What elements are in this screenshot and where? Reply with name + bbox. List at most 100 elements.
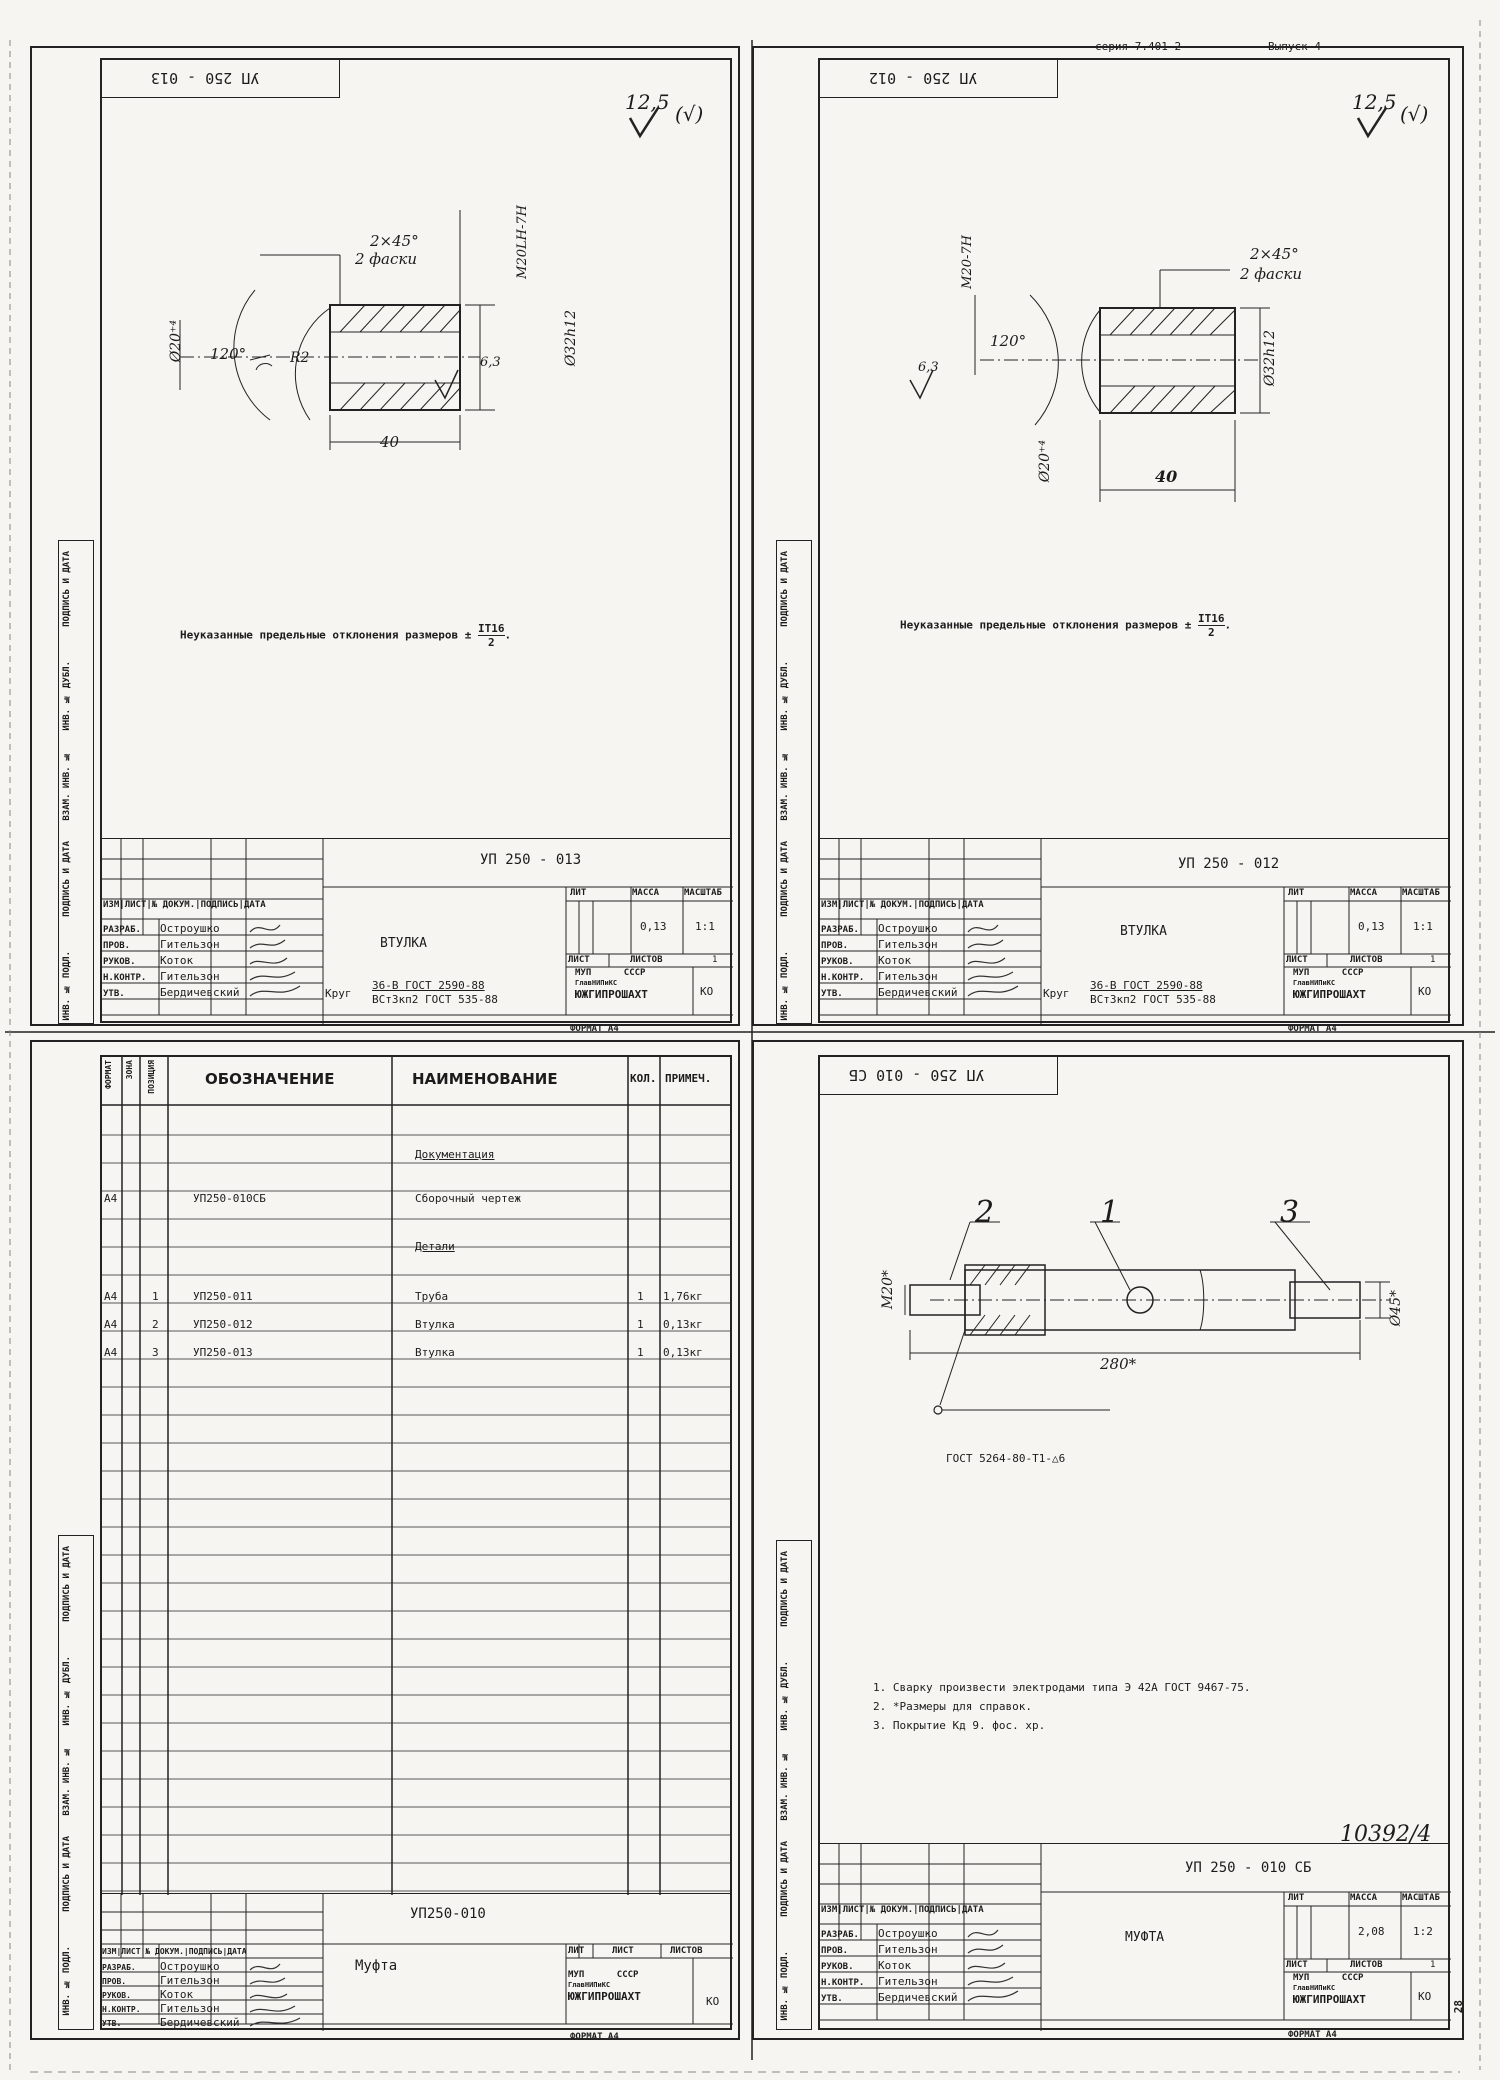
lit-label: ЛИТ: [570, 888, 587, 898]
sheet-udp-012: [752, 46, 1464, 1026]
lit-label-012: ЛИТ: [1288, 888, 1305, 898]
roughness-note-012: (√): [1400, 102, 1429, 126]
signatures-010: [249, 1963, 301, 2027]
sheet-label: ЛИСТ: [568, 955, 590, 965]
title-code-013: УП 250 - 013: [480, 852, 582, 868]
corner-code-box-010sb: УП 250 - 010 СБ: [818, 1055, 1058, 1095]
radius-dim: R2: [290, 350, 310, 366]
sheets-label-010: ЛИСТОВ: [670, 1946, 703, 1956]
spec-cell-name: Детали: [415, 1240, 455, 1253]
corner-code: УП 250 - 013: [151, 69, 260, 87]
scale-label-012: МАСШТАБ: [1402, 888, 1440, 898]
signatures-012: [967, 924, 1019, 997]
sheet-spec-010: [30, 1040, 740, 2040]
inventory-number: 10392/4: [1340, 1822, 1432, 1847]
roles-010: РАЗРАБ.ПРОВ.РУКОВ.Н.КОНТР.УТВ.: [102, 1963, 141, 2028]
side-stamp-012: ПОДПИСЬ И ДАТА ИНВ. № ДУБЛ. ВЗАМ. ИНВ. №…: [776, 540, 812, 1024]
col-qty: КОЛ.: [630, 1072, 657, 1085]
assembly-notes: 1. Сварку произвести электродами типа Э …: [873, 1678, 1251, 1735]
mass-010sb: 2,08: [1358, 1925, 1385, 1938]
material-bottom-013: ВСт3кп2 ГОСТ 535-88: [372, 993, 498, 1006]
outer-dim: Ø32h12: [563, 310, 579, 367]
mass-013: 0,13: [640, 920, 667, 933]
title-code-010: УП250-010: [410, 1906, 486, 1922]
roughness-note: (√): [675, 102, 704, 126]
spec-cell-name: Труба: [415, 1290, 449, 1303]
sheets-label-012: ЛИСТОВ: [1350, 955, 1383, 965]
signatures-010sb: [967, 1929, 1019, 2002]
callout-2: 2: [975, 1195, 995, 1230]
org-logo-012: МУП СССР ГлавНИПиКС ЮЖГИПРОШАХТ: [1293, 968, 1366, 1001]
tolerance-note: Неуказанные предельные отклонения размер…: [180, 622, 512, 649]
title-code-012: УП 250 - 012: [1178, 856, 1280, 872]
sheet-label-010: ЛИСТ: [612, 1946, 634, 1956]
org-code-010sb: КО: [1418, 1990, 1432, 2003]
callout-1: 1: [1100, 1195, 1120, 1230]
spec-cell-name: Документация: [415, 1148, 495, 1161]
title-name-010: Муфта: [355, 1958, 398, 1974]
material-bottom-012: ВСт3кп2 ГОСТ 535-88: [1090, 993, 1216, 1006]
roles-012: РАЗРАБ.ПРОВ.РУКОВ.Н.КОНТР.УТВ.: [821, 925, 865, 999]
spec-cell-code: УП250-012: [193, 1318, 253, 1331]
mass-012: 0,13: [1358, 920, 1385, 933]
bore-dim: Ø20⁺⁴: [168, 320, 184, 363]
spec-cell-pos: 3: [152, 1346, 159, 1359]
roles-013: РАЗРАБ.ПРОВ.РУКОВ.Н.КОНТР.УТВ.: [103, 925, 147, 999]
col-position: ПОЗИЦИЯ: [147, 1060, 156, 1094]
chamfer-note-012: 2 фаски: [1240, 265, 1303, 283]
spec-cell-fmt: А4: [104, 1192, 118, 1205]
col-format: ФОРМАТ: [104, 1060, 113, 1089]
title-name-012: ВТУЛКА: [1120, 924, 1167, 939]
length-dim-010: 280*: [1100, 1355, 1137, 1373]
sheets-value-010sb: 1: [1430, 1960, 1436, 1970]
revision-header-012: ИЗМ|ЛИСТ|№ ДОКУМ.|ПОДПИСЬ|ДАТА: [821, 900, 984, 910]
scale-013: 1:1: [695, 920, 715, 933]
org-logo-013: МУП СССР ГлавНИПиКС ЮЖГИПРОШАХТ: [575, 968, 648, 1001]
tolerance-note-num: IT16: [478, 622, 505, 636]
roughness-value: 12,5: [625, 90, 670, 114]
sheets-value-012: 1: [1430, 955, 1436, 965]
length-dim-012: 40: [1155, 467, 1178, 486]
title-name-010sb: МУФТА: [1125, 1930, 1165, 1945]
scale-label: МАСШТАБ: [684, 888, 722, 898]
weld-spec: ГОСТ 5264-80-Т1-△6: [946, 1452, 1066, 1465]
note-1: 1. Сварку произвести электродами типа Э …: [873, 1681, 1251, 1694]
spec-cell-code: УП250-013: [193, 1346, 253, 1359]
roughness-value-012: 12,5: [1352, 90, 1397, 114]
coupling-drawing: [904, 1221, 1390, 1415]
title-block-010: [100, 1893, 733, 2031]
roughness-check-icon-012: [1356, 107, 1388, 139]
scale-label-010sb: МАСШТАБ: [1402, 1893, 1440, 1903]
spec-cell-pos: 2: [152, 1318, 159, 1331]
spec-cell-code: УП250-011: [193, 1290, 253, 1303]
spec-cell-fmt: А4: [104, 1318, 118, 1331]
org-code-013: КО: [700, 985, 714, 998]
rough-local: 6,3: [480, 355, 501, 370]
material-prefix-012: Круг: [1043, 987, 1070, 1000]
revision-header-010: ИЗМ|ЛИСТ|№ ДОКУМ.|ПОДПИСЬ|ДАТА: [102, 1947, 247, 1956]
mass-label-010sb: МАССА: [1350, 1893, 1378, 1903]
spec-cell-pos: 1: [152, 1290, 159, 1303]
material-prefix-013: Круг: [325, 987, 352, 1000]
sheet-udp-013: [30, 46, 740, 1026]
roles-010sb: РАЗРАБ.ПРОВ.РУКОВ.Н.КОНТР.УТВ.: [821, 1930, 865, 2004]
format-010sb: ФОРМАТ А4: [1288, 2030, 1337, 2040]
spec-cell-note: 1,76кг: [663, 1290, 703, 1303]
spec-cell-note: 0,13кг: [663, 1318, 703, 1331]
sheets-value: 1: [712, 955, 718, 965]
sheets-label-010sb: ЛИСТОВ: [1350, 1960, 1383, 1970]
title-block-010sb: [818, 1843, 1451, 2031]
lit-label-010sb: ЛИТ: [1288, 1893, 1305, 1903]
thread-dim: M20LH-7H: [515, 205, 530, 279]
title-code-010sb: УП 250 - 010 СБ: [1185, 1860, 1312, 1876]
sheet-label-010sb: ЛИСТ: [1286, 1960, 1308, 1970]
spec-cell-name: Сборочный чертеж: [415, 1192, 521, 1205]
corner-code-box-012: УП 250 - 012: [818, 58, 1058, 98]
mass-label-012: МАССА: [1350, 888, 1378, 898]
lit-label-010: ЛИТ: [568, 1946, 585, 1956]
spec-cell-fmt: А4: [104, 1290, 118, 1303]
spec-cell-note: 0,13кг: [663, 1346, 703, 1359]
spec-cell-name: Втулка: [415, 1346, 455, 1359]
